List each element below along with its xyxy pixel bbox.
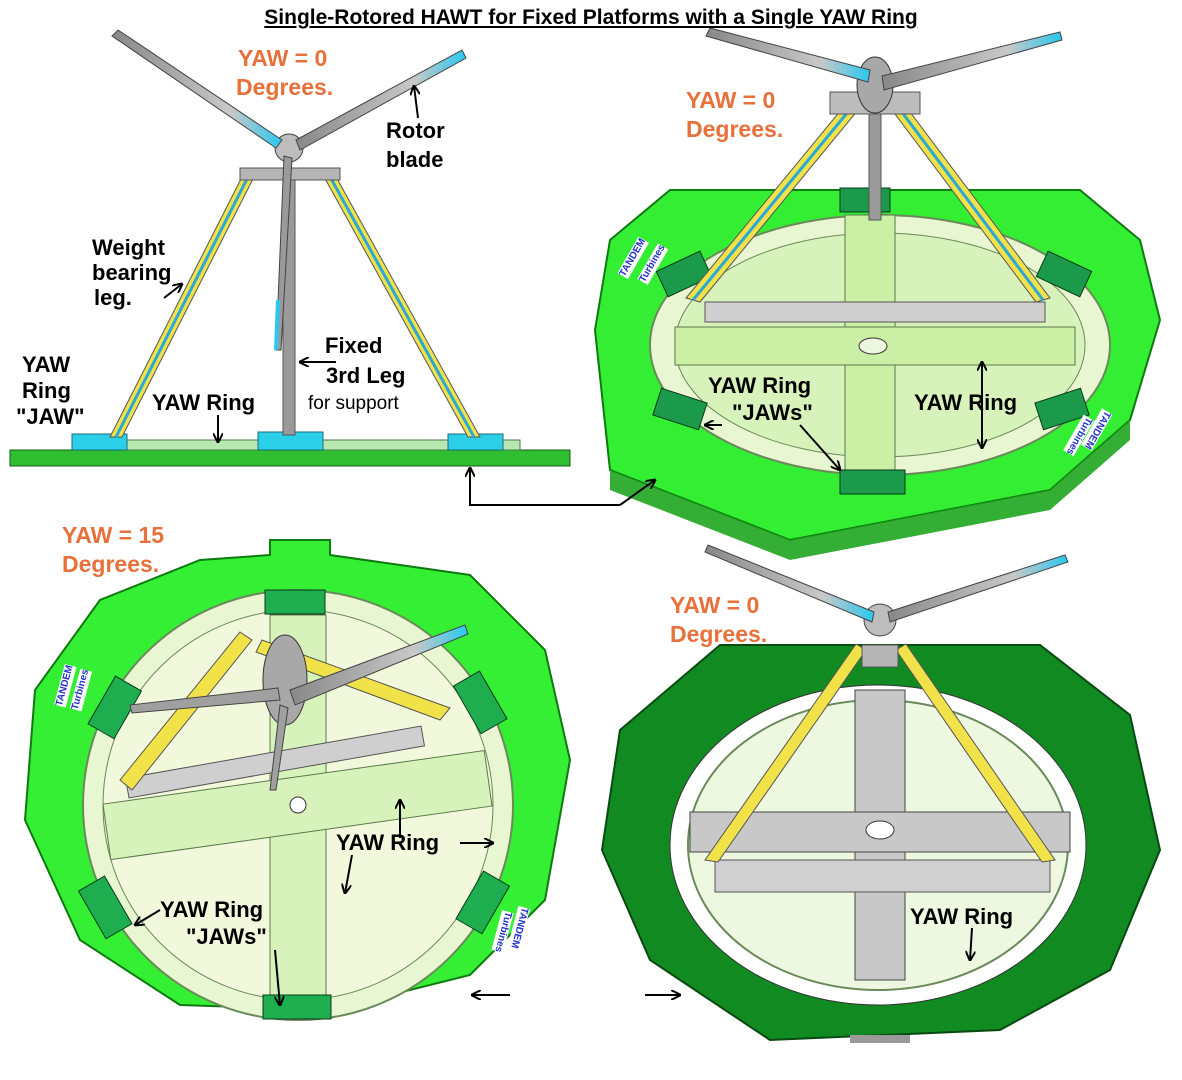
bottom-right-turbine: [600, 544, 1162, 1043]
br-yaw-line1: YAW = 0: [670, 592, 760, 618]
br-yaw-ring-label: YAW Ring: [910, 904, 1014, 929]
side-jaw-left: [71, 433, 128, 451]
bl-jaw-bottom: [262, 994, 332, 1020]
bottom-left-turbine: [23, 539, 572, 1021]
tr-jaws-label-2: "JAWs": [732, 400, 813, 425]
leg-label-3: leg.: [94, 285, 132, 310]
bl-jaws-label-1: YAW Ring: [160, 897, 264, 922]
jaw-label-3: "JAW": [16, 404, 85, 429]
rotor-blade-label-1: Rotor: [386, 118, 445, 143]
rotor-blade-label-2: blade: [386, 147, 444, 172]
bl-yaw-line1: YAW = 15: [62, 522, 165, 548]
fixed-label-3: for support: [308, 393, 399, 414]
bl-jaw-top: [264, 589, 326, 615]
side-blade-right: [295, 49, 467, 151]
top-right-turbine: [593, 27, 1162, 560]
bl-yaw-line2: Degrees.: [62, 551, 160, 577]
leg-label-1: Weight: [92, 235, 165, 260]
tr-jaw-right: [1034, 387, 1090, 431]
side-yaw-line1: YAW = 0: [238, 45, 328, 71]
tr-jaws-label-1: YAW Ring: [708, 373, 812, 398]
fixed-label-2: 3rd Leg: [326, 363, 406, 388]
jaw-label-1: YAW: [22, 352, 71, 377]
bl-yaw-ring-label: YAW Ring: [336, 830, 440, 855]
side-platform-deck: [9, 449, 571, 467]
tr-yaw-ring-label: YAW Ring: [914, 390, 1018, 415]
jaw-label-2: Ring: [22, 378, 71, 403]
br-rail: [714, 859, 1051, 893]
br-yaw-line2: Degrees.: [670, 621, 768, 647]
tr-jaw-front: [839, 469, 906, 495]
leg-label-2: bearing: [92, 260, 172, 285]
page-title: Single-Rotored HAWT for Fixed Platforms …: [264, 6, 918, 29]
side-blade-down: [275, 155, 293, 351]
tr-yaw-line1: YAW = 0: [686, 87, 776, 113]
bl-jaws-label-2: "JAWs": [186, 924, 267, 949]
tr-yaw-line2: Degrees.: [686, 116, 784, 142]
side-view-turbine: [9, 29, 571, 467]
side-yaw-line2: Degrees.: [236, 74, 334, 100]
side-blade-left: [111, 29, 283, 149]
side-yaw-ring-label: YAW Ring: [152, 390, 256, 415]
tr-jaw-left: [652, 387, 708, 431]
tr-rail: [704, 301, 1046, 323]
fixed-label-1: Fixed: [325, 333, 383, 358]
